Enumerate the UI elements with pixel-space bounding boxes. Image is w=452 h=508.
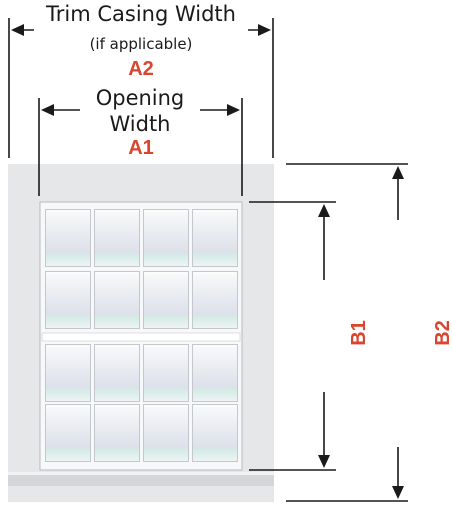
arrowhead-left-a1 [41,104,54,116]
window-sill [8,472,274,486]
glass-pane [193,345,237,401]
arrowhead-left-a2 [11,24,24,36]
glass-pane [144,272,188,328]
arrowheads [11,24,404,499]
b1-code: B1 [348,320,370,346]
arrowhead-down-b1 [318,455,330,468]
glass-pane [193,405,237,461]
glass-pane [193,272,237,328]
a2-code: A2 [128,58,154,80]
arrowhead-down-b2 [392,486,404,499]
arrowhead-right-a1 [227,104,240,116]
glass-pane [144,405,188,461]
glass-pane [144,345,188,401]
glass-pane [46,345,90,401]
b2-code: B2 [432,320,452,346]
glass-pane [46,210,90,266]
glass-pane [95,210,139,266]
glass-pane [46,405,90,461]
arrowhead-right-a2 [258,24,271,36]
a2-subtitle: (if applicable) [89,35,193,53]
glass-pane [193,210,237,266]
a1-title-line2: Width [109,112,171,136]
glass-pane [95,345,139,401]
a2-title: Trim Casing Width [46,2,236,26]
a1-title-line1: Opening [95,86,185,110]
glass-pane [95,405,139,461]
window-sill-highlight [8,472,274,475]
arrowhead-up-b1 [318,204,330,217]
arrowhead-up-b2 [392,166,404,179]
a1-code: A1 [128,137,154,159]
glass-pane [95,272,139,328]
glass-pane [46,272,90,328]
glass-panes [45,209,238,462]
meeting-rail [41,332,241,342]
glass-pane [144,210,188,266]
